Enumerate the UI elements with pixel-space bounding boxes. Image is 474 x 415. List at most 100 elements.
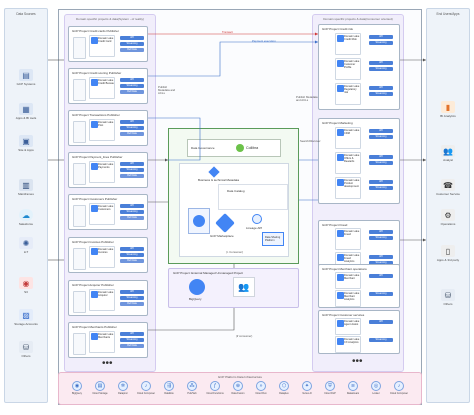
source-apps-bi[interactable]: ▦ Apps & BI tools xyxy=(15,103,37,120)
left-project-transactions[interactable]: GCP Project Transactions Publisher Domai… xyxy=(68,110,148,146)
service-composer-2[interactable]: ♪Cloud Composer xyxy=(390,381,408,395)
left-project-payment-lines[interactable]: GCP Project Payment_lines Publisher Doma… xyxy=(68,152,148,188)
ref-data-pill[interactable]: Ref Data xyxy=(120,259,144,263)
service-dataproc[interactable]: ✲Dataproc xyxy=(118,381,128,395)
domain-lake-product[interactable]: Domain Lake Merchant Analytics xyxy=(335,290,361,307)
left-project-credit-scoring[interactable]: GCP Project Credit scoring Publisher Dom… xyxy=(68,68,148,104)
streaming-pill[interactable]: Streaming xyxy=(369,92,393,96)
left-project-acquirer[interactable]: GCP Project Acquirer Publisher Domain La… xyxy=(68,280,148,316)
streaming-pill[interactable]: Streaming xyxy=(120,296,144,300)
bigquery-icon[interactable] xyxy=(189,279,205,295)
user-bi-analytics[interactable]: ▮ BI Analytics xyxy=(440,101,456,118)
service-data-fusion[interactable]: ⊕Data Fusion xyxy=(231,381,245,395)
source-gcp-systems[interactable]: ▤ GCP Systems xyxy=(16,69,36,86)
service-vertex-ai[interactable]: ✦Vertex AI xyxy=(302,381,312,395)
search-panel[interactable] xyxy=(188,208,210,234)
service-pubsub[interactable]: ⁂Pub/Sub xyxy=(187,381,197,395)
api-pill[interactable]: API xyxy=(120,78,144,82)
api-pill[interactable]: API xyxy=(120,162,144,166)
source-others[interactable]: ⛁ Others xyxy=(5,341,47,358)
domain-lake-product[interactable]: Domain Lake Customer Profile xyxy=(335,58,361,80)
streaming-pill[interactable]: Streaming xyxy=(120,84,144,88)
right-project-credit-risk[interactable]: GCP Project Credit risk Domain Lake Cred… xyxy=(318,24,400,110)
governance-box[interactable]: Data Governance Collibra xyxy=(187,139,281,157)
domain-lake-product[interactable]: Domain Lake Product development xyxy=(335,177,361,199)
streaming-pill[interactable]: Streaming xyxy=(120,338,144,342)
domain-lake-product[interactable]: Domain Lake Customers xyxy=(89,203,115,225)
domain-lake-product[interactable]: Domain Lake Post xyxy=(89,119,115,141)
user-analyst[interactable]: 👥 Analyst xyxy=(427,145,469,162)
service-looker[interactable]: ◎Looker xyxy=(371,381,381,395)
service-dlp[interactable]: ⛨Cloud DLP xyxy=(324,381,336,395)
source-storage-accounts[interactable]: ▨ Storage Accounts xyxy=(14,309,38,326)
user-customer-service[interactable]: ☎ Customer Service xyxy=(436,179,460,196)
ref-data-pill[interactable]: Ref Data xyxy=(120,48,144,52)
service-datastream[interactable]: ≋Datastream xyxy=(346,381,360,395)
domain-lake-product[interactable]: Domain Lake Credit Bureau xyxy=(89,77,115,99)
service-dataplex[interactable]: ⬡Dataplex xyxy=(279,381,289,395)
api-pill[interactable]: API xyxy=(369,35,393,39)
streaming-pill[interactable]: Streaming xyxy=(369,135,393,139)
streaming-pill[interactable]: Streaming xyxy=(369,261,393,265)
streaming-pill[interactable]: Streaming xyxy=(369,186,393,190)
user-others[interactable]: ⛁ Others xyxy=(427,289,469,306)
streaming-pill[interactable]: Streaming xyxy=(369,338,393,342)
source-salesforce[interactable]: ☁ Salesforce xyxy=(18,209,34,226)
domain-lake-product[interactable]: Domain Lake Regulatory risk xyxy=(335,83,361,105)
domain-lake-product[interactable]: Domain Lake CX Analytics xyxy=(335,336,361,353)
api-pill[interactable]: API xyxy=(369,61,393,65)
data-catalog-box[interactable]: Data Catalog xyxy=(218,184,288,210)
service-bigquery[interactable]: ◉BigQuery xyxy=(72,381,82,395)
api-pill[interactable]: API xyxy=(369,320,393,324)
streaming-pill[interactable]: Streaming xyxy=(120,168,144,172)
api-pill[interactable]: API xyxy=(369,274,393,278)
domain-lake-product[interactable]: Domain Lake Fraud xyxy=(335,228,361,250)
service-composer[interactable]: ♪Cloud Composer xyxy=(137,381,155,395)
api-pill[interactable]: API xyxy=(120,247,144,251)
ref-data-pill[interactable]: Ref Data xyxy=(120,174,144,178)
service-dataflow[interactable]: ⇶Dataflow xyxy=(164,381,174,395)
api-pill[interactable]: API xyxy=(120,204,144,208)
streaming-pill[interactable]: Streaming xyxy=(369,41,393,45)
user-operations[interactable]: ⚙ Operations xyxy=(440,209,456,226)
domain-lake-product[interactable]: Domain Lake Agent Assist xyxy=(335,318,361,335)
left-project-credit-cards[interactable]: GCP Project Credit cards Publisher Domai… xyxy=(68,26,148,62)
ref-data-pill[interactable]: Ref Data xyxy=(120,90,144,94)
api-pill[interactable]: API xyxy=(369,129,393,133)
source-iot[interactable]: ✺ IoT xyxy=(5,237,47,254)
right-project-merchant-operations[interactable]: GCP Project Merchant operations Domain L… xyxy=(318,264,400,308)
right-project-marketing[interactable]: GCP Project Marketing Domain Lake CDM Do… xyxy=(318,118,400,204)
users-icon[interactable]: 👥 xyxy=(233,277,255,297)
streaming-pill[interactable]: Streaming xyxy=(120,253,144,257)
streaming-pill[interactable]: Streaming xyxy=(120,210,144,214)
streaming-pill[interactable]: Streaming xyxy=(369,161,393,165)
streaming-pill[interactable]: Streaming xyxy=(120,126,144,130)
domain-lake-product[interactable]: Domain Lake Merchant xyxy=(335,272,361,289)
source-mainframes[interactable]: ▥ Mainframes xyxy=(18,179,34,196)
domain-lake-product[interactable]: Domain Lake Payments xyxy=(89,161,115,183)
api-pill[interactable]: API xyxy=(369,86,393,90)
domain-lake-product[interactable]: Domain Lake Credit Risk xyxy=(335,33,361,55)
streaming-pill[interactable]: Streaming xyxy=(120,42,144,46)
left-project-customers[interactable]: GCP Project Customers Publisher Domain L… xyxy=(68,194,148,230)
api-pill[interactable]: API xyxy=(369,180,393,184)
api-pill[interactable]: API xyxy=(369,155,393,159)
right-project-customer-services[interactable]: GCP Project Customer services Domain Lak… xyxy=(318,310,400,354)
api-pill[interactable]: API xyxy=(120,290,144,294)
domain-lake-product[interactable]: Domain Lake Merchants xyxy=(89,331,115,353)
user-apps-3rd-party[interactable]: ▯ Apps & 3rd party xyxy=(436,245,460,262)
api-pill[interactable]: API xyxy=(369,230,393,234)
streaming-pill[interactable]: Streaming xyxy=(369,67,393,71)
source-s3[interactable]: ◉ S3 xyxy=(5,277,47,294)
api-pill[interactable]: API xyxy=(120,120,144,124)
api-pill[interactable]: API xyxy=(120,36,144,40)
api-pill[interactable]: API xyxy=(120,332,144,336)
api-pill[interactable]: API xyxy=(369,255,393,259)
domain-lake-product[interactable]: Domain Lake CDM xyxy=(335,127,361,149)
domain-lake-product[interactable]: Domain Lake Invoices xyxy=(89,246,115,268)
domain-lake-product[interactable]: Domain Lake Acquirer xyxy=(89,289,115,311)
source-site-apps[interactable]: ▣ Site & Apps xyxy=(18,135,34,152)
left-project-merchants[interactable]: GCP Project Merchants Publisher Domain L… xyxy=(68,322,148,358)
data-sharing-box[interactable]: Data Sharing Platform xyxy=(262,232,284,246)
